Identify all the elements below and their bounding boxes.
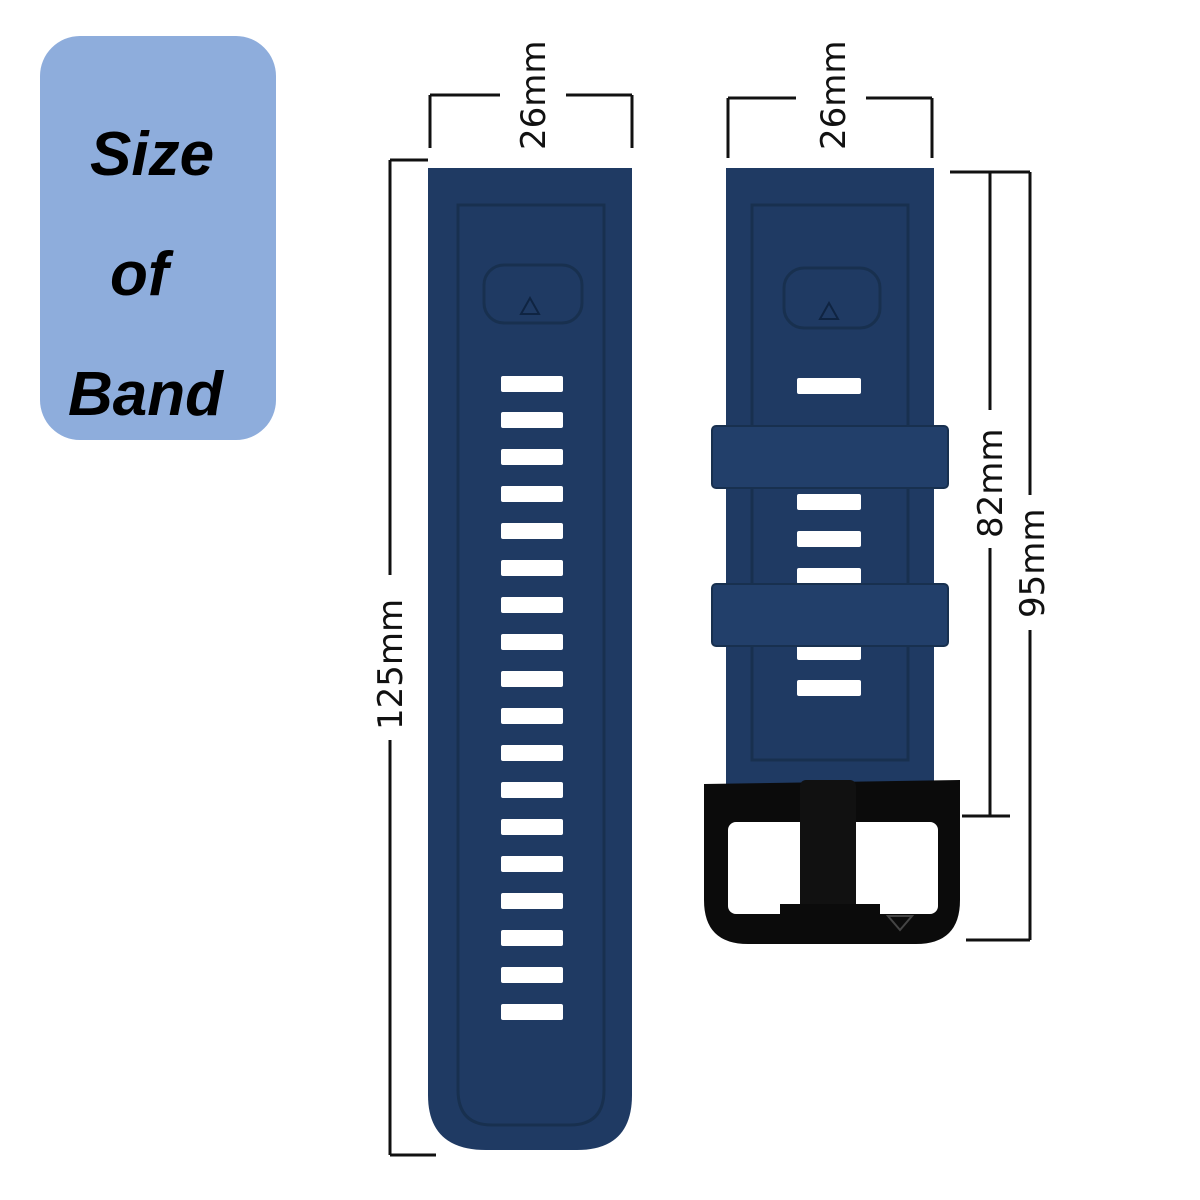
long-strap (428, 168, 632, 1150)
badge-line-of: of (110, 240, 169, 309)
buckle-total-length-label: 95mm (1013, 508, 1053, 618)
strap-keeper-loop (711, 425, 949, 489)
buckle-strap-width-label: 26mm (814, 40, 854, 150)
buckle (704, 780, 960, 944)
badge-line-size: Size (90, 120, 215, 189)
size-of-band-badge: Size of Band (40, 36, 276, 440)
long-strap-length-label: 125mm (371, 599, 411, 730)
buckle-strap-holes (797, 378, 861, 696)
long-strap-holes (501, 376, 563, 1020)
dimension-lines (388, 93, 1032, 1157)
strap-keeper-loop (711, 583, 949, 647)
badge-line-band: Band (68, 360, 223, 429)
buckle-strap-length-label: 82mm (971, 428, 1011, 538)
long-strap-width-label: 26mm (514, 40, 554, 150)
buckle-strap (711, 168, 949, 828)
